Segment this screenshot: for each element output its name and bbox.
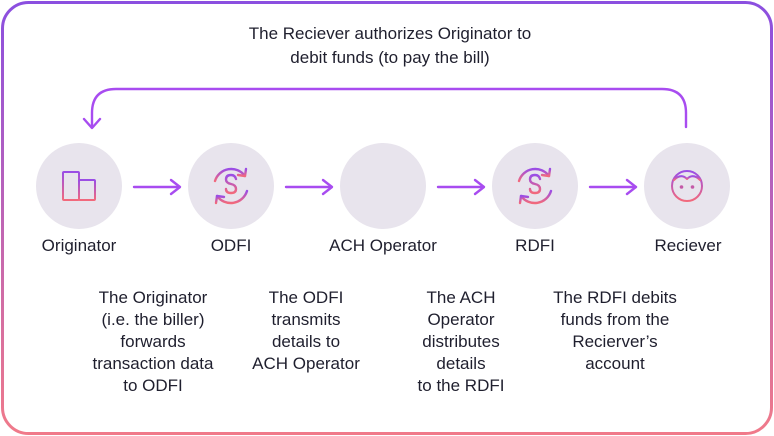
node-rdfi [492,143,578,229]
label-reciever: Reciever [654,236,722,255]
desc-ach-operator: The ACH Operator distributes details to … [418,287,505,397]
desc-line: transmits [271,310,341,329]
desc-line: details [436,354,486,373]
desc-line: account [585,354,645,373]
desc-line: to the RDFI [417,376,505,395]
label-odfi: ODFI [210,236,252,255]
top-caption-line1: The Reciever authorizes Originator to [248,24,532,43]
desc-line: funds from the [560,310,670,329]
face-icon [671,170,703,202]
desc-line: The Originator [98,288,208,307]
desc-line: The ACH [426,288,496,307]
desc-line: Recierver’s [572,332,658,351]
top-caption-line2: debit funds (to pay the bill) [290,48,490,67]
desc-odfi: The ODFI transmits details to ACH Operat… [252,287,360,375]
desc-line: distributes [422,332,500,351]
flow-arrow-4 [588,178,638,196]
building-icon [62,171,96,201]
desc-line: (i.e. the biller) [101,310,205,329]
desc-line: Operator [427,310,495,329]
node-reciever [644,143,730,229]
desc-line: ACH Operator [252,354,360,373]
dollar-exchange-icon [213,167,249,205]
flow-arrow-2 [284,178,334,196]
label-originator: Originator [41,236,117,255]
label-rdfi: RDFI [515,236,555,255]
dollar-exchange-icon [517,167,553,205]
top-caption: The Reciever authorizes Originator to de… [200,22,580,70]
desc-originator: The Originator (i.e. the biller) forward… [93,287,214,397]
return-arrow [90,87,688,129]
desc-line: transaction data [92,354,214,373]
desc-line: The RDFI debits [553,288,677,307]
desc-line: details to [271,332,341,351]
desc-line: The ODFI [268,288,344,307]
label-ach-operator: ACH Operator [329,236,437,255]
desc-line: to ODFI [123,376,183,395]
bank-icon [366,174,400,199]
node-ach-operator [340,143,426,229]
flow-arrow-1 [132,178,182,196]
desc-line: forwards [120,332,186,351]
node-originator [36,143,122,229]
flow-arrow-3 [436,178,486,196]
desc-rdfi: The RDFI debits funds from the Recierver… [553,287,677,375]
node-odfi [188,143,274,229]
